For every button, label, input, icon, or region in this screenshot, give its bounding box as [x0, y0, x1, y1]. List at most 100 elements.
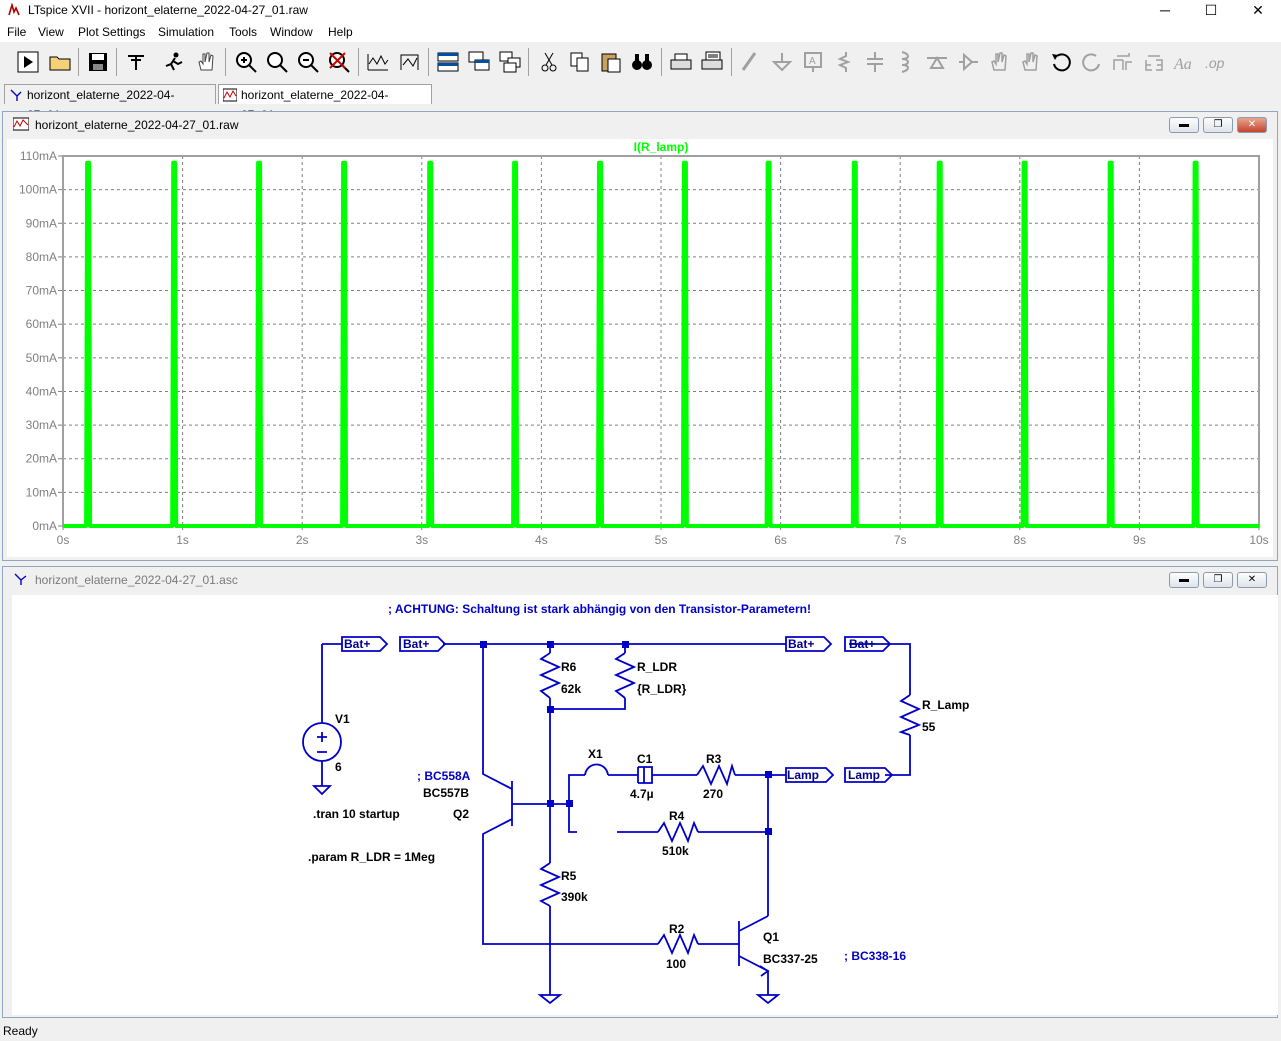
schematic-restore-button[interactable]: ❐ [1203, 572, 1233, 588]
menu-tools[interactable]: Tools [229, 25, 258, 39]
move-hand-icon [987, 50, 1011, 74]
x-tick-label: 2s [296, 533, 309, 547]
close-button[interactable]: ✕ [1252, 2, 1264, 18]
y-tick-label: 0mA [32, 519, 57, 533]
ground-icon [770, 50, 794, 74]
resistor-icon [832, 50, 856, 74]
tile-vertical-icon[interactable] [498, 50, 522, 74]
schematic-close-button[interactable]: ✕ [1237, 572, 1267, 588]
menu-plot-settings[interactable]: Plot Settings [78, 25, 146, 39]
menu-window[interactable]: Window [270, 25, 313, 39]
tab-schematic[interactable]: horizont_elaterne_2022-04-27_01.asc [4, 84, 216, 122]
x1-name: X1 [588, 747, 603, 761]
y-tick-label: 110mA [20, 149, 57, 163]
plot-restore-button[interactable]: ❐ [1203, 117, 1233, 133]
halt-icon[interactable] [162, 50, 186, 74]
r4-name: R4 [669, 809, 685, 823]
mark-plot-icon[interactable] [398, 50, 422, 74]
menu-bar: File View Plot Settings Simulation Tools… [0, 22, 1281, 42]
plot-window: horizont_elaterne_2022-04-27_01.raw ▬ ❐ … [2, 111, 1278, 561]
ground-q1 [755, 994, 781, 1005]
capacitor-icon [863, 50, 887, 74]
trace-label-i-r-lamp[interactable]: I(R_lamp) [634, 140, 689, 154]
tile-horizontal-icon[interactable] [436, 50, 460, 74]
junction-dots [480, 641, 772, 835]
flag-bat-2 [399, 636, 447, 652]
schematic-window-icon [14, 573, 27, 585]
q1-comment: ; BC338-16 [844, 949, 906, 963]
status-bar: Ready [0, 1021, 1281, 1041]
r3-resistor [696, 762, 736, 787]
paste-icon[interactable] [599, 50, 623, 74]
net-bat-2: Bat+ [403, 637, 429, 651]
minimize-button[interactable]: ─ [1160, 2, 1170, 18]
cascade-icon[interactable] [467, 50, 491, 74]
zoom-cancel-icon[interactable] [327, 50, 351, 74]
find-binoculars-icon[interactable] [630, 50, 654, 74]
print-setup-icon[interactable] [700, 50, 724, 74]
component-icon [956, 50, 980, 74]
wire-v1-top [321, 643, 342, 786]
zoom-out-icon[interactable] [296, 50, 320, 74]
rldr-resistor [613, 652, 637, 699]
menu-view[interactable]: View [38, 25, 64, 39]
net-bat-4: Bat+ [849, 637, 875, 651]
r3-name: R3 [706, 752, 722, 766]
print-icon[interactable] [669, 50, 693, 74]
param-directive: .param R_LDR = 1Meg [308, 850, 435, 864]
open-folder-icon[interactable] [48, 50, 72, 74]
plot-close-button[interactable]: ✕ [1237, 117, 1267, 133]
drag-hand-icon [1018, 50, 1042, 74]
r6-value: 62k [561, 682, 581, 696]
v1-name: V1 [335, 712, 350, 726]
control-panel-icon[interactable] [124, 50, 148, 74]
menu-help[interactable]: Help [328, 25, 353, 39]
schematic-canvas[interactable]: ; ACHTUNG: Schaltung ist stark abhängig … [12, 595, 1278, 1015]
zoom-full-icon[interactable] [265, 50, 289, 74]
y-tick-label: 60mA [26, 317, 57, 331]
rotate-icon [1111, 50, 1135, 74]
status-text: Ready [3, 1024, 38, 1038]
copy-icon[interactable] [568, 50, 592, 74]
x-tick-label: 4s [535, 533, 548, 547]
toolbar: A Aa .op [0, 42, 1281, 83]
net-bat-1: Bat+ [344, 637, 370, 651]
q1-name: Q1 [763, 930, 779, 944]
y-tick-label: 70mA [26, 284, 57, 298]
tab-waveform[interactable]: horizont_elaterne_2022-04-27_01.raw [218, 84, 432, 122]
tran-directive: .tran 10 startup [313, 807, 400, 821]
cut-icon[interactable] [537, 50, 561, 74]
run-icon[interactable] [16, 50, 40, 74]
maximize-button[interactable]: ☐ [1204, 2, 1218, 18]
menu-simulation[interactable]: Simulation [158, 25, 215, 39]
r6-name: R6 [561, 660, 577, 674]
schematic-window-caption: horizont_elaterne_2022-04-27_01.asc [3, 567, 1277, 593]
undo-icon[interactable] [1049, 50, 1073, 74]
y-tick-label: 100mA [19, 183, 57, 197]
x-tick-label: 10s [1249, 533, 1268, 547]
schematic-minimize-button[interactable]: ▬ [1169, 572, 1199, 588]
q2-model: BC557B [423, 786, 469, 800]
pan-hand-icon[interactable] [194, 50, 218, 74]
q2-name: Q2 [453, 807, 469, 821]
svg-text:.op: .op [1205, 55, 1225, 71]
text-icon: Aa [1173, 50, 1197, 74]
mirror-icon [1142, 50, 1166, 74]
v1-source [302, 722, 342, 762]
autorange-icon[interactable] [366, 50, 390, 74]
rlamp-resistor [898, 694, 922, 736]
window-title: LTspice XVII - horizont_elaterne_2022-04… [28, 3, 308, 17]
spice-directive-icon: .op [1204, 50, 1228, 74]
y-tick-label: 90mA [26, 216, 57, 230]
x-tick-label: 1s [176, 533, 189, 547]
v1-value: 6 [335, 760, 342, 774]
menu-file[interactable]: File [7, 25, 27, 39]
trace-i-r-lamp[interactable] [63, 160, 1259, 528]
waveform-icon [223, 88, 237, 102]
plot-minimize-button[interactable]: ▬ [1169, 117, 1199, 133]
save-icon[interactable] [86, 50, 110, 74]
zoom-in-icon[interactable] [234, 50, 258, 74]
title-bar: LTspice XVII - horizont_elaterne_2022-04… [0, 0, 1281, 22]
q2-comment: ; BC558A [417, 769, 471, 783]
